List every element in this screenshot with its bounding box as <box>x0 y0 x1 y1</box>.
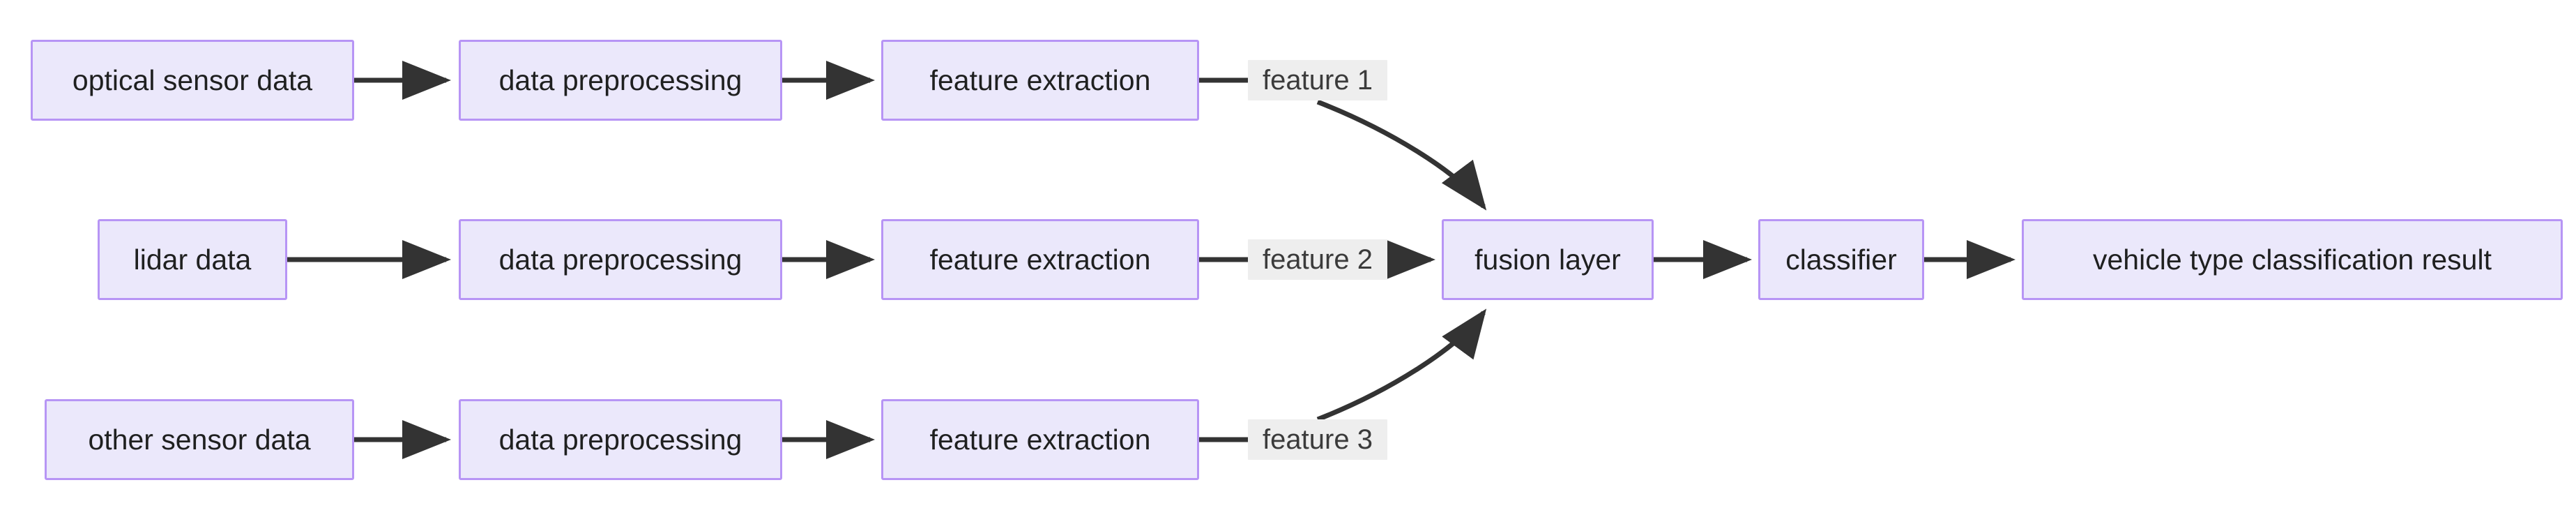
node-label: fusion layer <box>1474 243 1621 276</box>
node-vehicle-type-classification-result[interactable]: vehicle type classification result <box>2022 219 2563 300</box>
node-label: feature extraction <box>929 64 1151 96</box>
node-label: data preprocessing <box>498 423 742 456</box>
edge-label-feature-2: feature 2 <box>1248 239 1387 280</box>
edge-feature3-to-fusion-curve <box>1316 308 1487 422</box>
edge-label-text: feature 1 <box>1263 65 1373 96</box>
node-label: data preprocessing <box>498 243 742 276</box>
node-feature-extraction-3[interactable]: feature extraction <box>881 399 1199 480</box>
node-feature-extraction-2[interactable]: feature extraction <box>881 219 1199 300</box>
node-data-preprocessing-1[interactable]: data preprocessing <box>459 40 782 121</box>
node-data-preprocessing-2[interactable]: data preprocessing <box>459 219 782 300</box>
node-label: feature extraction <box>929 243 1151 276</box>
edge-feature1-to-fusion-curve <box>1316 99 1487 211</box>
node-label: classifier <box>1785 243 1897 276</box>
edge-label-feature-3: feature 3 <box>1248 419 1387 460</box>
node-label: vehicle type classification result <box>2093 243 2492 276</box>
edge-label-text: feature 2 <box>1263 244 1373 275</box>
node-data-preprocessing-3[interactable]: data preprocessing <box>459 399 782 480</box>
node-other-sensor-data[interactable]: other sensor data <box>45 399 354 480</box>
edge-label-text: feature 3 <box>1263 424 1373 455</box>
node-label: lidar data <box>133 243 252 276</box>
node-fusion-layer[interactable]: fusion layer <box>1442 219 1654 300</box>
node-label: other sensor data <box>88 423 311 456</box>
node-optical-sensor-data[interactable]: optical sensor data <box>31 40 354 121</box>
node-feature-extraction-1[interactable]: feature extraction <box>881 40 1199 121</box>
node-label: feature extraction <box>929 423 1151 456</box>
node-label: optical sensor data <box>72 64 313 96</box>
node-label: data preprocessing <box>498 64 742 96</box>
edge-label-feature-1: feature 1 <box>1248 60 1387 100</box>
node-classifier[interactable]: classifier <box>1758 219 1924 300</box>
node-lidar-data[interactable]: lidar data <box>98 219 287 300</box>
